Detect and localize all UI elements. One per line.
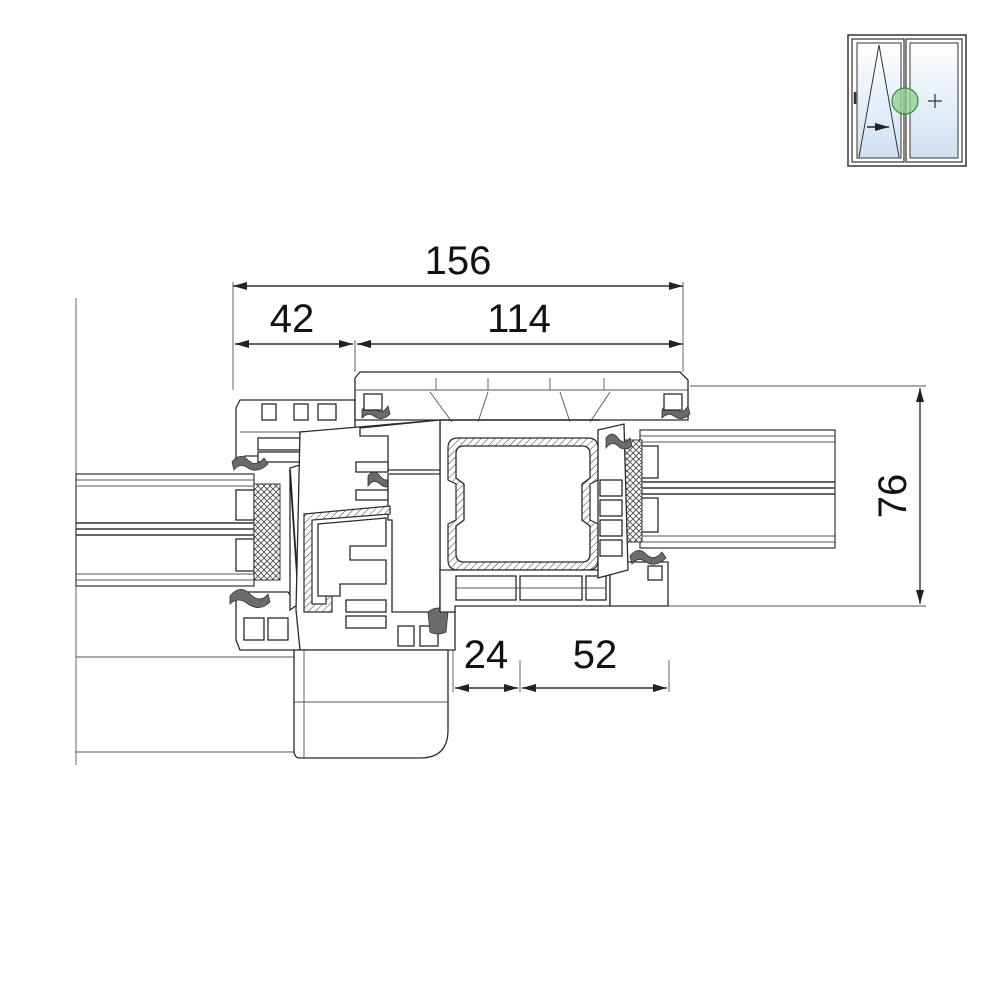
dim-sash-width-label: 42 <box>270 297 315 341</box>
bottom-cover-profile <box>293 649 449 759</box>
dimension-frame-width: 114 <box>357 297 683 348</box>
frame-steel-reinforcement <box>447 437 599 571</box>
glazing-right <box>623 429 836 549</box>
glazing-left <box>75 473 281 587</box>
dim-overall-width-label: 156 <box>425 239 492 283</box>
dimension-offset-b: 52 <box>522 633 667 692</box>
dimension-height: 76 <box>871 388 924 604</box>
dim-offset-b-label: 52 <box>573 633 618 677</box>
dimension-overall-width: 156 <box>233 239 683 290</box>
window-tilt-turn-sliding-icon <box>847 34 967 167</box>
frame-profile <box>295 419 456 651</box>
dimension-offset-a: 24 <box>455 633 518 692</box>
frame-bottom <box>439 550 669 613</box>
dim-offset-a-label: 24 <box>464 633 509 677</box>
frame-top-cap <box>354 371 691 423</box>
dimension-sash-width: 42 <box>235 297 353 348</box>
dim-frame-width-label: 114 <box>487 297 551 341</box>
dim-height-label: 76 <box>871 474 915 519</box>
frame-right-side <box>597 423 633 579</box>
